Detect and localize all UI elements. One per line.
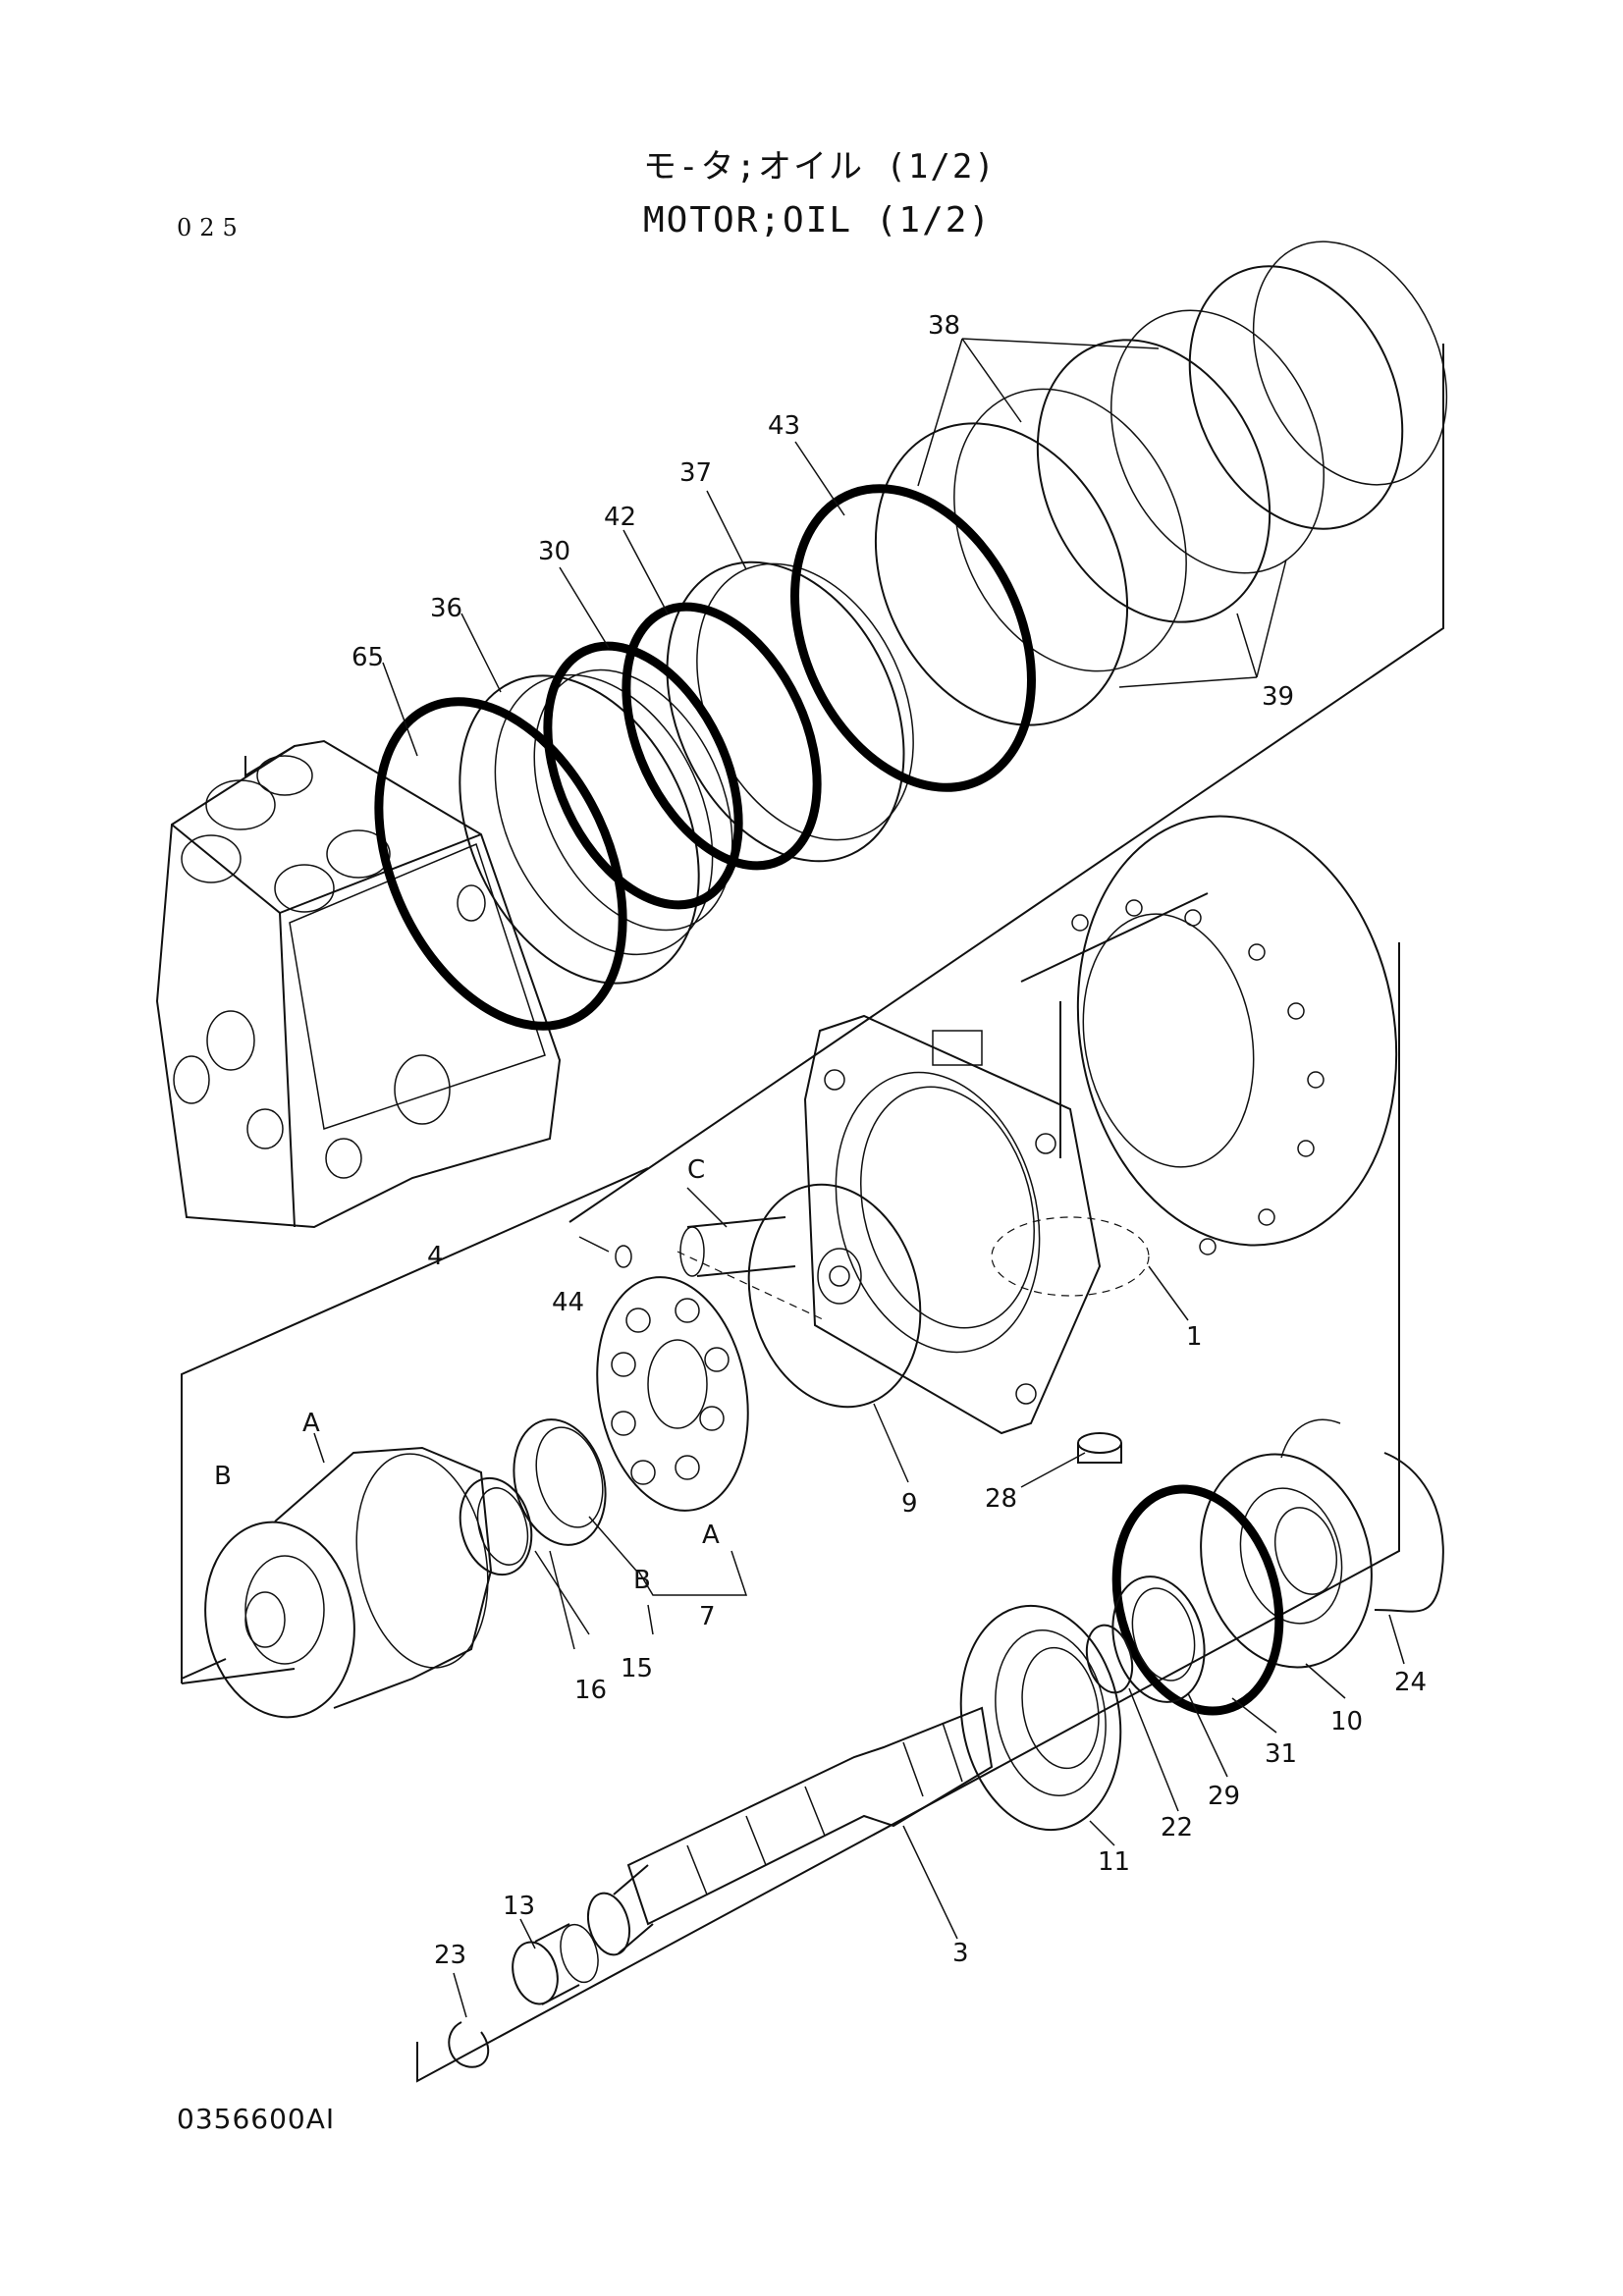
callout-43: 43 [768,411,800,441]
callout-44: 44 [552,1288,584,1317]
seal-29 [1111,1575,1206,1703]
valve-block [155,739,562,1229]
motor-housing-1 [803,815,1398,1435]
callout-42: 42 [604,503,636,532]
callout-38: 38 [928,311,960,341]
spacer-22 [1085,1624,1134,1694]
bracket-upper [568,344,1444,1223]
callout-31: 31 [1265,1739,1297,1769]
callout-36: 36 [430,594,462,623]
callout-A-mid: A [702,1521,720,1550]
ring-36-piston [459,668,733,985]
callout-B-left: B [214,1462,232,1491]
callout-7: 7 [699,1602,716,1631]
o-ring-43 [790,484,1036,792]
o-ring-31 [1111,1484,1284,1716]
drawing-number: 0356600AI [177,2103,336,2135]
ring-16 [459,1476,533,1576]
cover-10 [1200,1418,1373,1669]
title-english: MOTOR;OIL (1/2) [643,200,993,240]
callout-10: 10 [1330,1707,1363,1736]
callouts: 65 36 30 42 37 43 38 39 1 4 C 44 9 28 A … [214,311,1427,1970]
callout-22: 22 [1161,1813,1193,1842]
cylinder-block [181,1446,493,1719]
callout-24: 24 [1394,1668,1427,1697]
ring-37-piston [666,561,914,863]
callout-37: 37 [679,458,712,488]
callout-1: 1 [1186,1322,1203,1352]
callout-A-top: A [302,1409,320,1438]
snap-ring-24 [1374,1452,1444,1613]
callout-23: 23 [434,1941,466,1970]
callout-9: 9 [901,1489,918,1519]
valve-plate-7 [596,1276,749,1512]
o-ring-30 [543,641,743,910]
swash-plate-9 [676,1183,922,1409]
leader-lines [313,338,1405,2018]
collar-13 [512,1923,599,2005]
callout-30: 30 [538,537,570,566]
callout-16: 16 [574,1676,607,1705]
bearing-11 [959,1604,1122,1832]
callout-15: 15 [621,1654,653,1683]
bracket-assembly-4 [181,1167,649,1684]
snap-ring-23 [448,2021,490,2068]
callout-39: 39 [1262,682,1294,712]
callout-13: 13 [503,1892,535,1921]
plug-28 [1077,1432,1122,1464]
title-japanese: モ-タ;オイル (1/2) [643,147,997,187]
plate-38-39-stack [874,240,1448,726]
pin-44 [615,1245,632,1268]
callout-3: 3 [952,1939,969,1968]
o-ring-65 [374,697,627,1031]
shaft-3 [586,1706,994,1956]
callout-B-mid: B [633,1566,651,1595]
callout-29: 29 [1208,1782,1240,1811]
ring-15 [513,1418,607,1546]
callout-11: 11 [1098,1847,1130,1877]
callout-C: C [687,1155,705,1185]
callout-28: 28 [985,1484,1017,1514]
page-number: 025 [177,214,245,241]
o-ring-42 [622,602,822,871]
callout-65: 65 [352,643,384,672]
callout-4: 4 [427,1242,444,1271]
